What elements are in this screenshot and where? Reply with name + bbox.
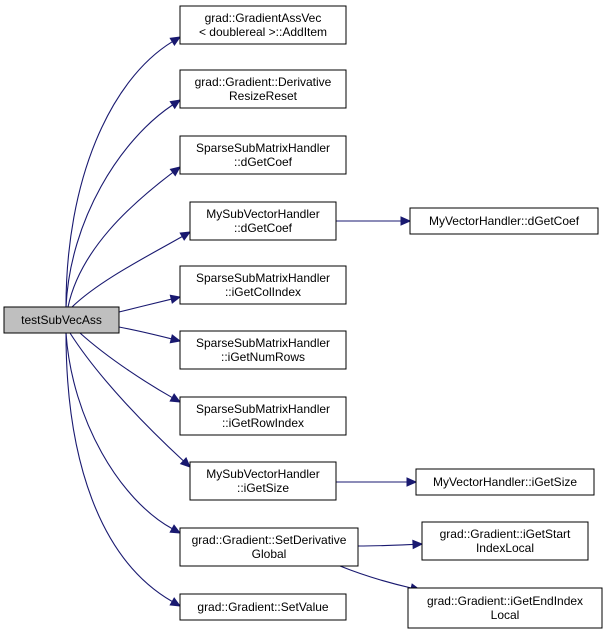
function-node-n4[interactable]: MySubVectorHandler::dGetCoef [189,201,337,241]
nodes-layer: testSubVecAss grad::GradientAssVec< doubl… [3,5,603,629]
node-label-line: Local [491,608,520,622]
node-label-line: SparseSubMatrixHandler [196,336,330,350]
node-label-line: grad::Gradient::iGetEndIndex [427,594,583,608]
node-label-line: ::iGetSize [237,481,289,495]
arrowhead-icon [169,597,182,607]
node-label-line: grad::Gradient::iGetStart [440,527,571,541]
node-label-line: testSubVecAss [21,313,102,327]
edge-root-to-n3 [67,166,181,308]
node-label-line: SparseSubMatrixHandler [196,271,330,285]
arrowhead-icon [169,36,182,47]
function-node-n10[interactable]: grad::Gradient::SetValue [179,593,347,621]
node-label-line: SparseSubMatrixHandler [196,141,330,155]
node-box[interactable] [3,306,120,334]
node-label-line: IndexLocal [476,541,534,555]
edge-line [67,172,174,308]
arrowhead-icon [412,539,424,550]
node-label-line: ::iGetNumRows [221,350,305,364]
function-node-n5[interactable]: SparseSubMatrixHandler::iGetColIndex [179,265,347,305]
arrowhead-icon [169,166,181,177]
node-box[interactable] [179,69,347,109]
node-box[interactable] [179,135,347,175]
node-label-line: grad::Gradient::SetValue [197,600,329,614]
root-node-root[interactable]: testSubVecAss [3,306,120,334]
node-box[interactable] [179,527,359,567]
edge-line [65,104,173,308]
edge-line [118,298,172,313]
arrowhead-icon [169,99,182,110]
function-node-n11[interactable]: MyVectorHandler::dGetCoef [409,207,599,235]
edge-n8-to-n12 [336,477,418,487]
node-box[interactable] [415,468,595,496]
arrowhead-icon [169,294,182,304]
node-label-line: ::dGetCoef [234,155,293,169]
node-label-line: grad::Gradient::Derivative [195,75,332,89]
node-label-line: ::iGetColIndex [225,285,301,299]
node-label-line: ::dGetCoef [234,221,293,235]
arrowhead-icon [169,334,182,344]
node-box[interactable] [189,201,337,241]
arrowhead-icon [400,216,412,226]
node-box[interactable] [179,396,347,436]
edge-line [79,332,173,399]
function-node-n3[interactable]: SparseSubMatrixHandler::dGetCoef [179,135,347,175]
node-box[interactable] [179,330,347,370]
node-label-line: < doublereal >::AddItem [199,25,327,39]
node-label-line: MySubVectorHandler [206,207,319,221]
node-box[interactable] [179,265,347,305]
edge-line [65,332,173,530]
edge-root-to-n5 [118,294,182,313]
node-label-line: MyVectorHandler::dGetCoef [429,214,580,228]
edge-root-to-n6 [118,326,182,344]
edge-line [118,326,172,340]
node-box[interactable] [179,593,347,621]
node-label-line: ::iGetRowIndex [222,416,304,430]
edge-root-to-n8 [69,332,191,468]
edge-line [339,565,412,589]
node-label-line: grad::Gradient::SetDerivative [192,533,347,547]
edge-root-to-n1 [65,36,182,308]
function-node-n12[interactable]: MyVectorHandler::iGetSize [415,468,595,496]
edge-root-to-n4 [71,231,192,308]
function-node-n7[interactable]: SparseSubMatrixHandler::iGetRowIndex [179,396,347,436]
function-node-n6[interactable]: SparseSubMatrixHandler::iGetNumRows [179,330,347,370]
function-node-n8[interactable]: MySubVectorHandler::iGetSize [189,461,337,501]
node-label-line: SparseSubMatrixHandler [196,402,330,416]
node-box[interactable] [421,521,589,561]
node-box[interactable] [179,5,347,45]
node-box[interactable] [189,461,337,501]
node-label-line: MySubVectorHandler [206,467,319,481]
arrowhead-icon [406,477,418,487]
function-node-n1[interactable]: grad::GradientAssVec< doublereal >::AddI… [179,5,347,45]
edge-n9-to-n13 [357,539,424,550]
edge-n4-to-n11 [336,216,412,226]
edge-root-to-n7 [79,332,182,403]
edge-line [65,332,173,602]
edge-line [357,543,414,547]
node-label-line: Global [252,547,287,561]
edge-root-to-n9 [65,332,182,534]
edge-root-to-n10 [65,332,182,607]
arrowhead-icon [179,231,192,241]
edges-layer [65,36,424,607]
node-box[interactable] [409,207,599,235]
edge-line [71,236,183,308]
arrowhead-icon [169,524,182,534]
node-label-line: ResizeReset [229,89,298,103]
node-label-line: grad::GradientAssVec [205,11,322,25]
arrowhead-icon [179,457,191,468]
node-box[interactable] [407,587,603,629]
edge-root-to-n2 [65,99,182,308]
arrowhead-icon [169,393,182,403]
edge-line [69,332,184,462]
node-label-line: MyVectorHandler::iGetSize [433,475,577,489]
edge-line [65,41,173,308]
